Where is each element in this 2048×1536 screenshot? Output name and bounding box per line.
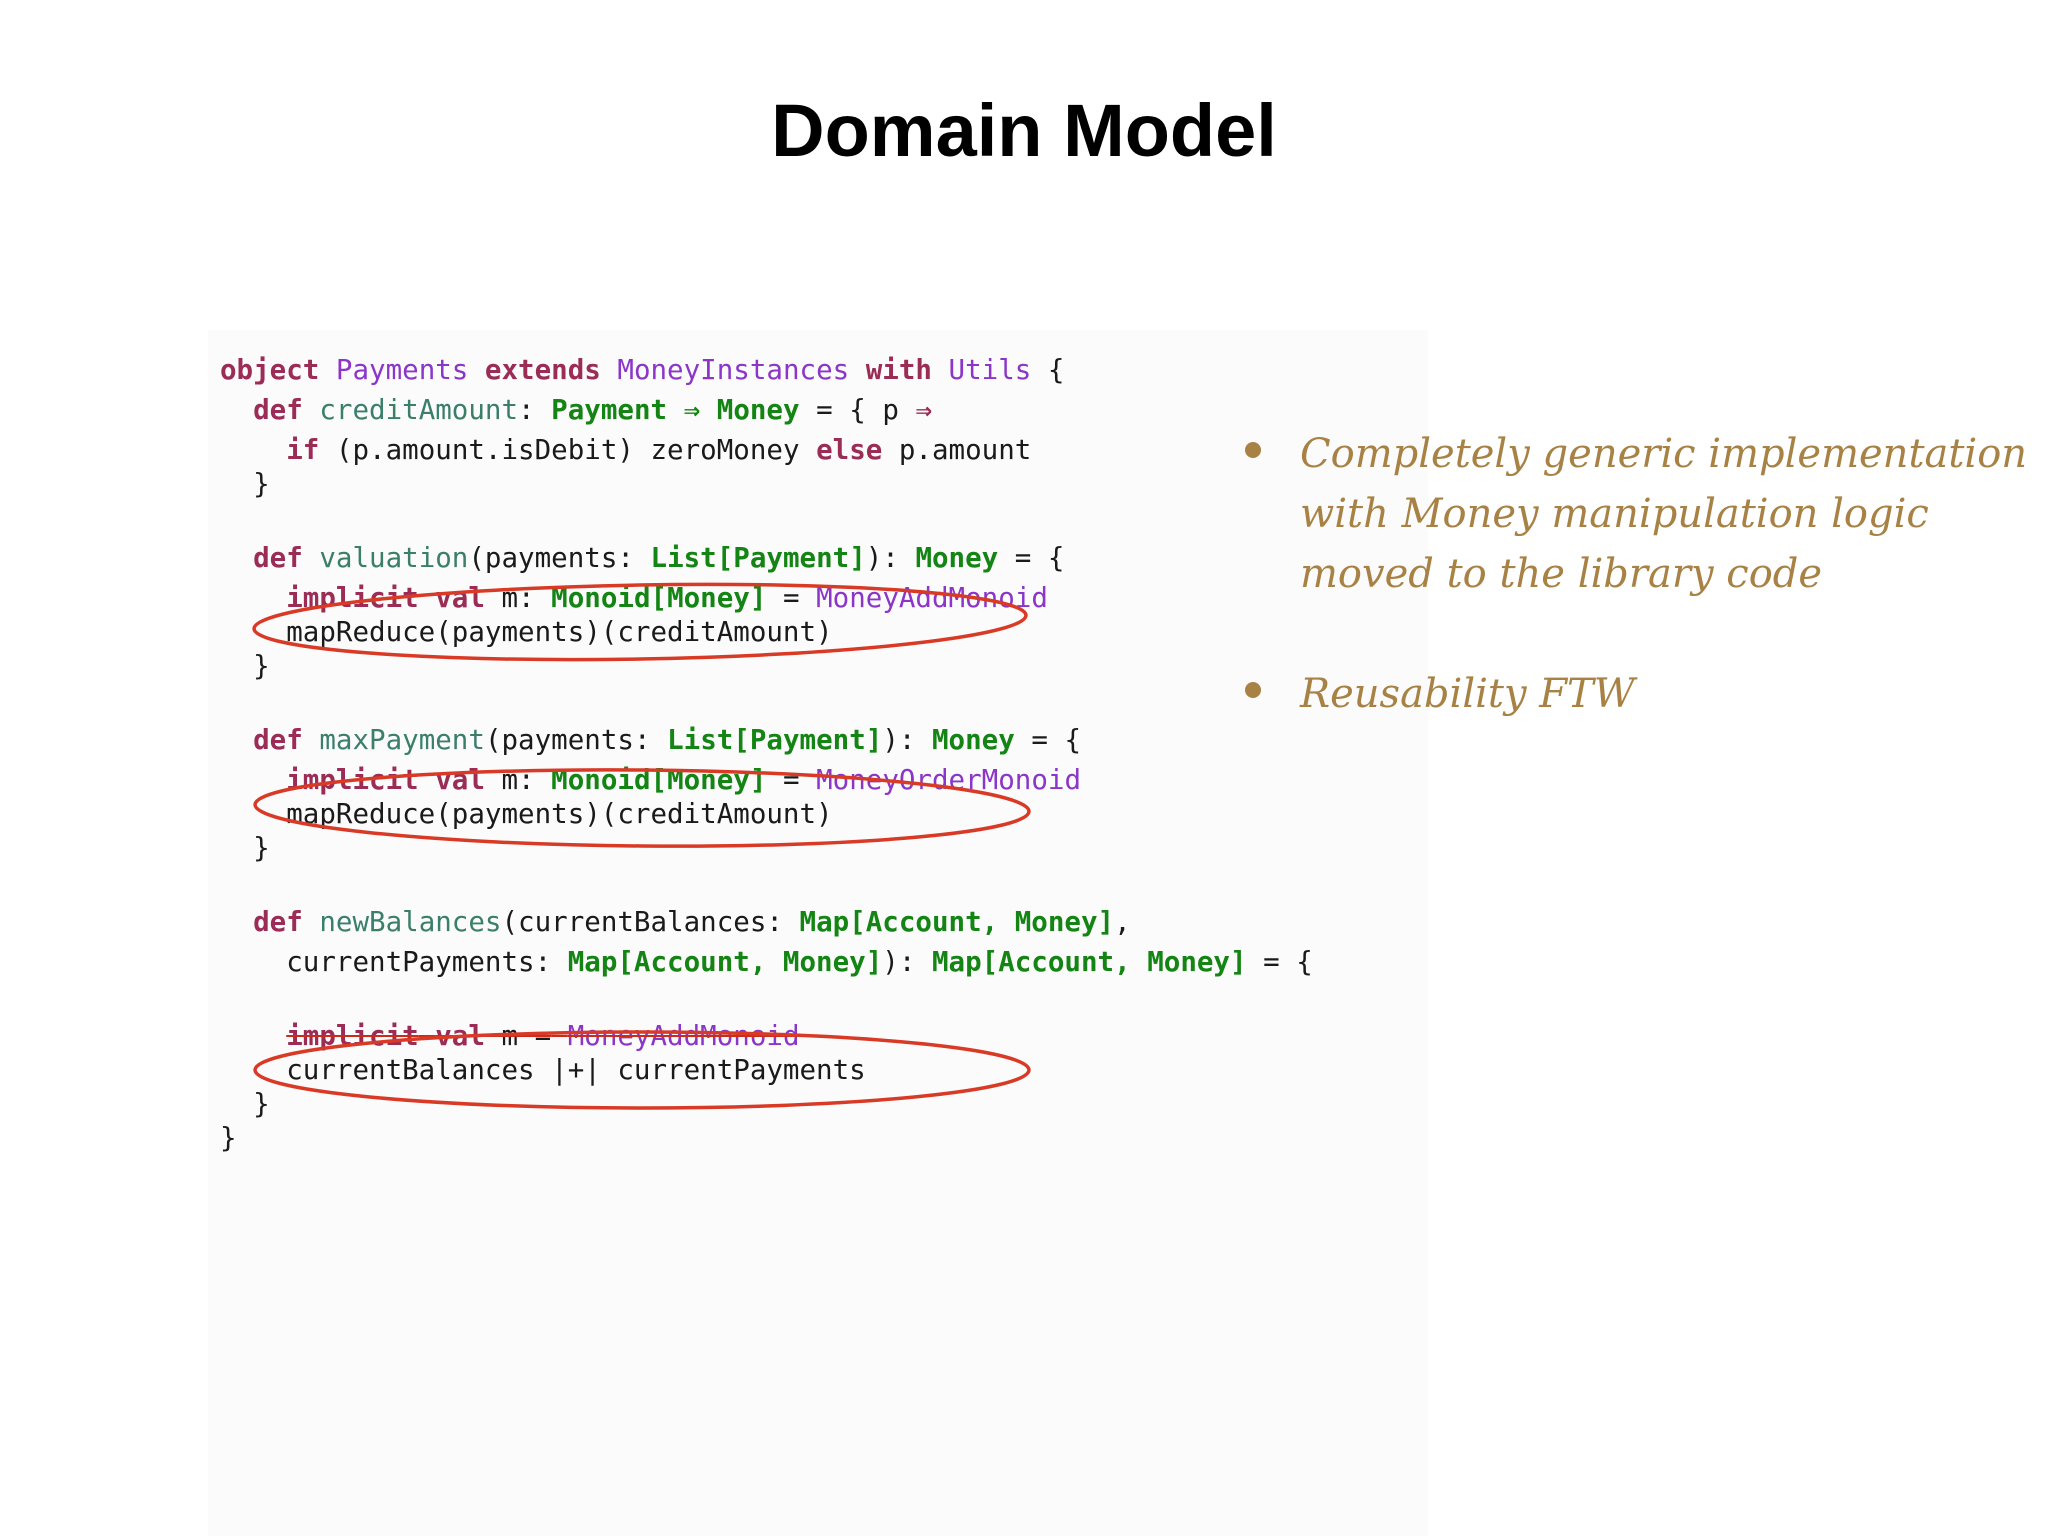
annotation-ellipse (253, 1030, 1031, 1110)
function-name: creditAmount (319, 394, 519, 426)
bullet-text: Completely generic implementation with M… (1300, 431, 2028, 597)
params-close: ): (882, 724, 916, 756)
keyword-def: def (253, 724, 303, 756)
map-reduce-call: mapReduce(payments)(creditAmount) (286, 616, 833, 648)
combine-expression: currentBalances |+| currentPayments (286, 1054, 866, 1086)
code-line-close: } (220, 468, 270, 500)
keyword-object: object (220, 354, 320, 386)
colon: : (518, 394, 535, 426)
code-line-close: } (220, 650, 270, 682)
brace-open: { (1047, 354, 1065, 386)
function-name: maxPayment (319, 724, 485, 756)
code-line-close: } (220, 832, 270, 864)
brace-close: } (253, 468, 270, 500)
code-line-if: if (p.amount.isDebit) zeroMoney else p.a… (220, 434, 1032, 466)
output-type: Money (716, 394, 800, 426)
brace-close: } (253, 1088, 270, 1120)
params-open: (payments: (468, 542, 634, 574)
code-line-object: object Payments extends MoneyInstances w… (220, 354, 1065, 386)
annotation-ellipse (253, 768, 1031, 848)
comma: , (1114, 906, 1131, 938)
code-line-combine: currentBalances |+| currentPayments (220, 1054, 866, 1086)
keyword-def: def (253, 394, 303, 426)
body-open: = { (1014, 542, 1065, 574)
code-line-new-balances-params: currentPayments: Map[Account, Money]): M… (220, 946, 1313, 978)
params-open: (currentBalances: (501, 906, 783, 938)
function-name: newBalances (319, 906, 502, 938)
keyword-with: with (865, 354, 932, 386)
code-line-new-balances: def newBalances(currentBalances: Map[Acc… (220, 906, 1131, 938)
else-value: p.amount (898, 434, 1032, 466)
equals: = (782, 582, 800, 614)
condition: (p.amount.isDebit) zeroMoney (335, 434, 800, 466)
keyword-def: def (253, 906, 303, 938)
param-type: List[Payment] (650, 542, 866, 574)
param-type: Map[Account, Money] (799, 906, 1115, 938)
code-line-max-payment: def maxPayment(payments: List[Payment]):… (220, 724, 1082, 756)
brace-close: } (253, 832, 270, 864)
monoid-instance: MoneyAddMonoid (567, 1020, 800, 1052)
variable: m = (501, 1020, 552, 1052)
struck-implicit: implicit val m = MoneyAddMonoid (286, 1020, 799, 1052)
bullet-dot-icon (1245, 442, 1261, 458)
keyword-def: def (253, 542, 303, 574)
bullet-dot-icon (1245, 682, 1261, 698)
monoid-type: Monoid[Money] (551, 582, 767, 614)
mixin-type: Utils (948, 354, 1032, 386)
object-name: Payments (335, 354, 469, 386)
return-type: Money (932, 724, 1015, 756)
return-type: Money (915, 542, 999, 574)
code-line-close-object: } (220, 1122, 237, 1154)
code-line-credit-amount: def creditAmount: Payment ⇒ Money = { p … (220, 394, 933, 426)
param-type: List[Payment] (667, 724, 883, 756)
bullet-item: Completely generic implementation with M… (1245, 424, 2045, 604)
keyword-extends: extends (484, 354, 601, 386)
code-line-valuation: def valuation(payments: List[Payment]): … (220, 542, 1065, 574)
keyword-if: if (286, 434, 320, 466)
map-reduce-call: mapReduce(payments)(creditAmount) (286, 798, 833, 830)
brace-close: } (253, 650, 270, 682)
bullet-text: Reusability FTW (1300, 671, 1635, 717)
code-line-mapreduce-1: mapReduce(payments)(creditAmount) (220, 616, 833, 648)
brace-close: } (220, 1122, 237, 1154)
annotation-ellipse (252, 582, 1028, 662)
body-open: = { (1031, 724, 1082, 756)
params-close: ): (882, 946, 916, 978)
notes: Completely generic implementation with M… (1245, 424, 2045, 724)
body-open: = { (1263, 946, 1313, 978)
params-open: (payments: (484, 724, 651, 756)
params-close: ): (865, 542, 899, 574)
code-panel (208, 330, 1428, 1536)
return-type: Map[Account, Money] (931, 946, 1247, 978)
arrow-icon: ⇒ (915, 394, 933, 426)
parent-type: MoneyInstances (617, 354, 850, 386)
code-line-close: } (220, 1088, 270, 1120)
param-name: currentPayments: (286, 946, 552, 978)
arrow-icon: ⇒ (683, 394, 701, 426)
lambda-start: = { p (816, 394, 899, 426)
slide-title: Domain Model (771, 89, 1277, 172)
code-line-mapreduce-2: mapReduce(payments)(creditAmount) (220, 798, 833, 830)
input-type: Payment (551, 394, 668, 426)
keyword-val: val (435, 582, 485, 614)
function-name: valuation (319, 542, 469, 574)
code-line-implicit-struck: implicit val m = MoneyAddMonoid (220, 1020, 799, 1052)
keyword-else: else (816, 434, 883, 466)
param-type: Map[Account, Money] (567, 946, 883, 978)
bullet-item: Reusability FTW (1245, 664, 2045, 724)
